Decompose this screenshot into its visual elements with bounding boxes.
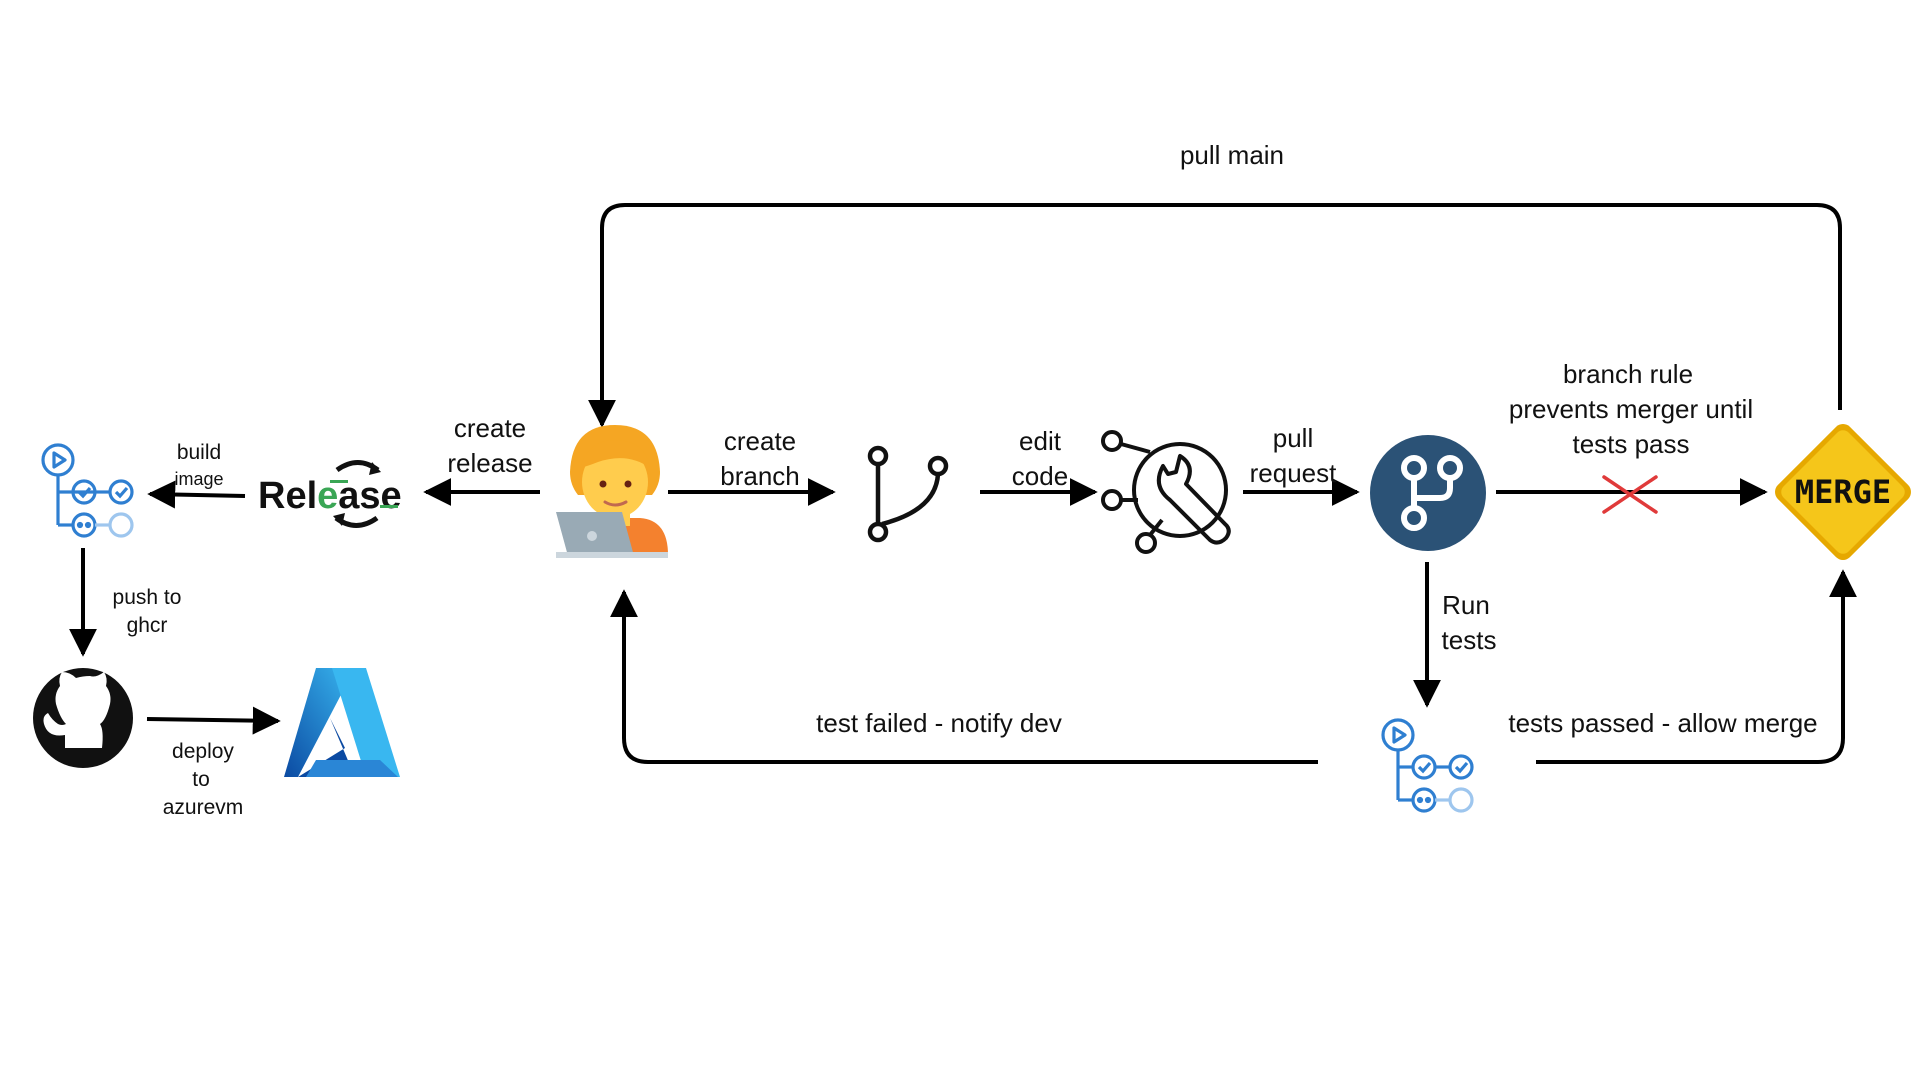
label-deploy-2: to (192, 768, 210, 791)
connectors (69, 203, 1857, 764)
svg-text:Release: Release (258, 475, 402, 517)
labels: pull main build image create release cre… (113, 140, 1818, 819)
release-text-rel: Rel (258, 475, 317, 517)
label-create-release-1: create (454, 413, 526, 443)
label-test-failed: test failed - notify dev (816, 708, 1062, 738)
developer-icon (556, 425, 668, 558)
label-push-ghcr-2: ghcr (127, 614, 168, 637)
label-branch-rule-3: tests pass (1572, 429, 1689, 459)
label-edit-code-1: edit (1019, 426, 1062, 456)
pull-request-icon (1370, 435, 1486, 551)
label-create-release-2: release (447, 448, 532, 478)
workflow-icon (41, 443, 134, 538)
merge-sign-text: MERGE (1795, 473, 1891, 511)
label-run-tests-2: tests (1442, 625, 1497, 655)
label-build-image-2: image (174, 469, 223, 489)
tests-passed-arrow (1536, 569, 1857, 764)
label-pull-request-2: request (1250, 458, 1337, 488)
label-build-image-1: build (177, 441, 221, 464)
label-run-tests-1: Run (1442, 590, 1490, 620)
github-icon (33, 668, 133, 768)
label-pull-main: pull main (1180, 140, 1284, 170)
test-failed-arrow (610, 589, 1318, 764)
release-text-ase: ase (338, 475, 401, 517)
git-branch-icon (867, 445, 949, 543)
label-branch-rule-1: branch rule (1563, 359, 1693, 389)
label-create-branch-1: create (724, 426, 796, 456)
label-create-branch-2: branch (720, 461, 800, 491)
release-logo-icon: Release (254, 450, 402, 542)
label-branch-rule-2: prevents merger until (1509, 394, 1753, 424)
label-deploy-3: azurevm (163, 796, 244, 819)
label-edit-code-2: code (1012, 461, 1068, 491)
label-pull-request-1: pull (1273, 423, 1313, 453)
label-push-ghcr-1: push to (113, 586, 182, 609)
merge-sign-icon: MERGE (1775, 424, 1911, 560)
workflow-test-icon (1381, 718, 1474, 813)
release-text-e: e (317, 475, 338, 517)
pull-main-arrow (588, 203, 1842, 428)
azure-icon (284, 668, 400, 777)
label-tests-passed: tests passed - allow merge (1508, 708, 1817, 738)
build-image-arrow (147, 480, 246, 509)
code-tools-icon (1101, 430, 1231, 554)
label-deploy-1: deploy (172, 740, 234, 763)
blocked-x-icon (1602, 475, 1658, 514)
deploy-azure-arrow (146, 706, 281, 735)
